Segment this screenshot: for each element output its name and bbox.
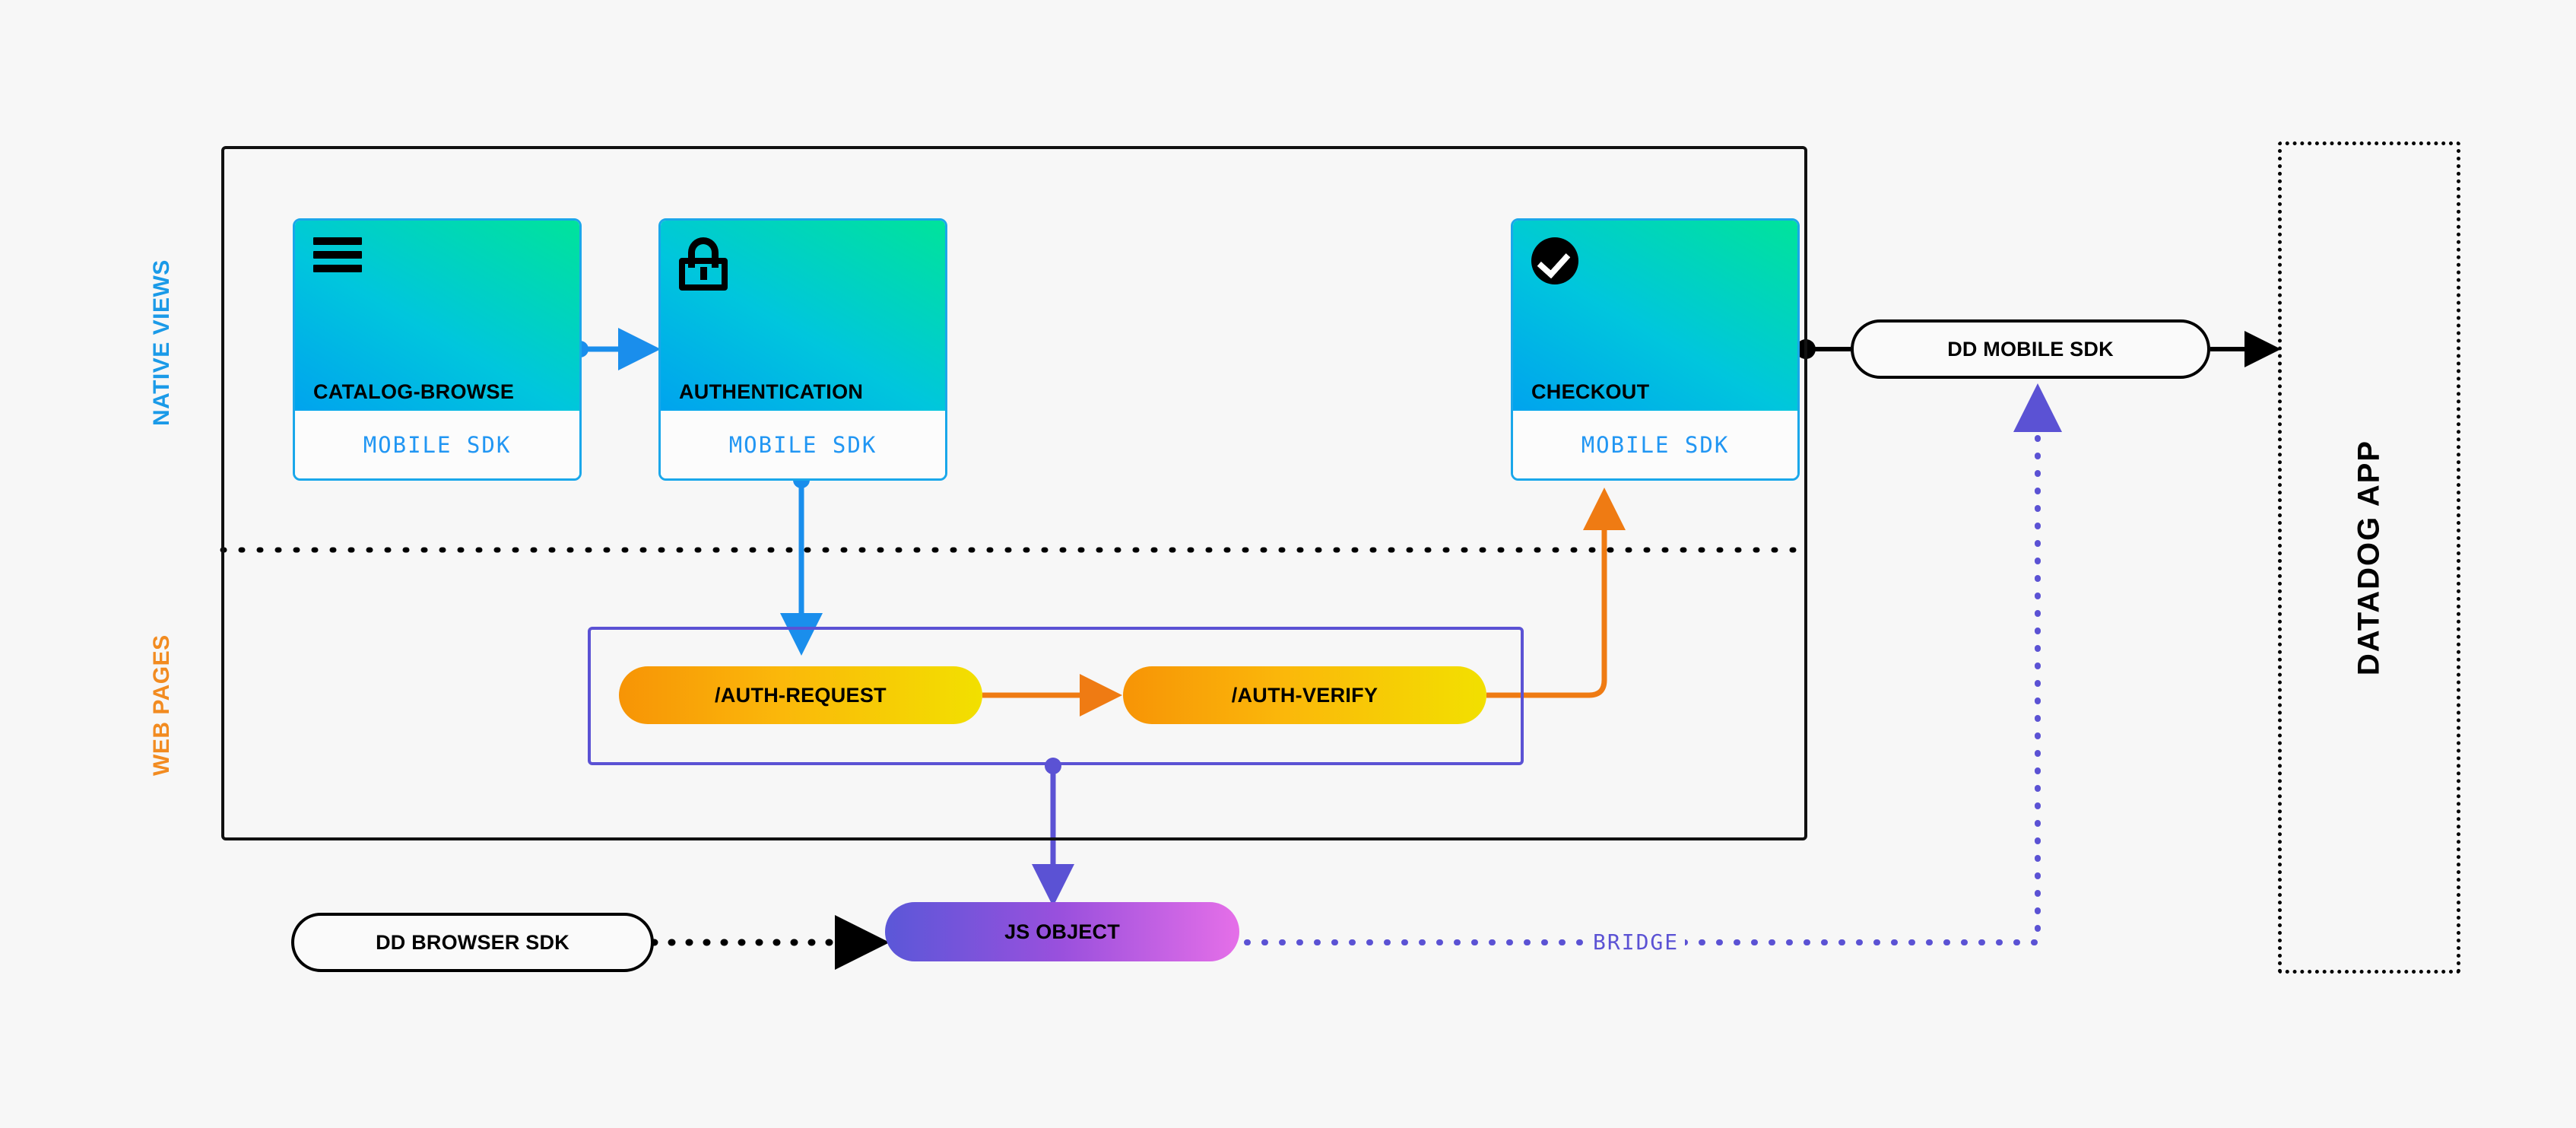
app-frame	[221, 146, 1807, 840]
route-label: /AUTH-VERIFY	[1231, 683, 1378, 707]
native-view-card-catalog-browse[interactable]: CATALOG-BROWSE MOBILE SDK	[293, 218, 582, 481]
card-title: CHECKOUT	[1531, 380, 1650, 403]
dd-browser-sdk-node[interactable]: DD BROWSER SDK	[291, 913, 654, 972]
card-footer-label: MOBILE SDK	[1581, 431, 1730, 458]
native-view-card-authentication[interactable]: AUTHENTICATION MOBILE SDK	[658, 218, 947, 481]
lane-label-native-views: NATIVE VIEWS	[149, 259, 174, 426]
dd-browser-sdk-label: DD BROWSER SDK	[376, 930, 569, 954]
route-label: /AUTH-REQUEST	[715, 683, 887, 707]
datadog-app-container: DATADOG APP	[2278, 141, 2460, 974]
card-title: AUTHENTICATION	[679, 380, 864, 403]
card-footer: MOBILE SDK	[295, 411, 579, 478]
lock-icon	[679, 237, 728, 291]
card-footer: MOBILE SDK	[661, 411, 945, 478]
lane-label-web-pages: WEB PAGES	[149, 634, 174, 776]
route-pill-auth-verify[interactable]: /AUTH-VERIFY	[1123, 666, 1486, 724]
bridge-label: BRIDGE	[1587, 929, 1686, 955]
card-body: CHECKOUT	[1513, 221, 1797, 413]
js-object-node[interactable]: JS OBJECT	[885, 902, 1239, 961]
route-pill-auth-request[interactable]: /AUTH-REQUEST	[619, 666, 982, 724]
web-pages-container	[588, 627, 1524, 765]
native-view-card-checkout[interactable]: CHECKOUT MOBILE SDK	[1511, 218, 1800, 481]
check-circle-icon	[1531, 237, 1578, 284]
card-footer-label: MOBILE SDK	[363, 431, 512, 458]
js-object-label: JS OBJECT	[1004, 920, 1120, 943]
card-title: CATALOG-BROWSE	[313, 380, 515, 403]
card-footer: MOBILE SDK	[1513, 411, 1797, 478]
card-body: CATALOG-BROWSE	[295, 221, 579, 413]
card-body: AUTHENTICATION	[661, 221, 945, 413]
datadog-app-label: DATADOG APP	[2352, 439, 2386, 676]
dd-mobile-sdk-label: DD MOBILE SDK	[1947, 337, 2114, 361]
dd-mobile-sdk-node[interactable]: DD MOBILE SDK	[1851, 319, 2210, 379]
card-footer-label: MOBILE SDK	[728, 431, 877, 458]
hamburger-menu-icon	[313, 237, 362, 272]
